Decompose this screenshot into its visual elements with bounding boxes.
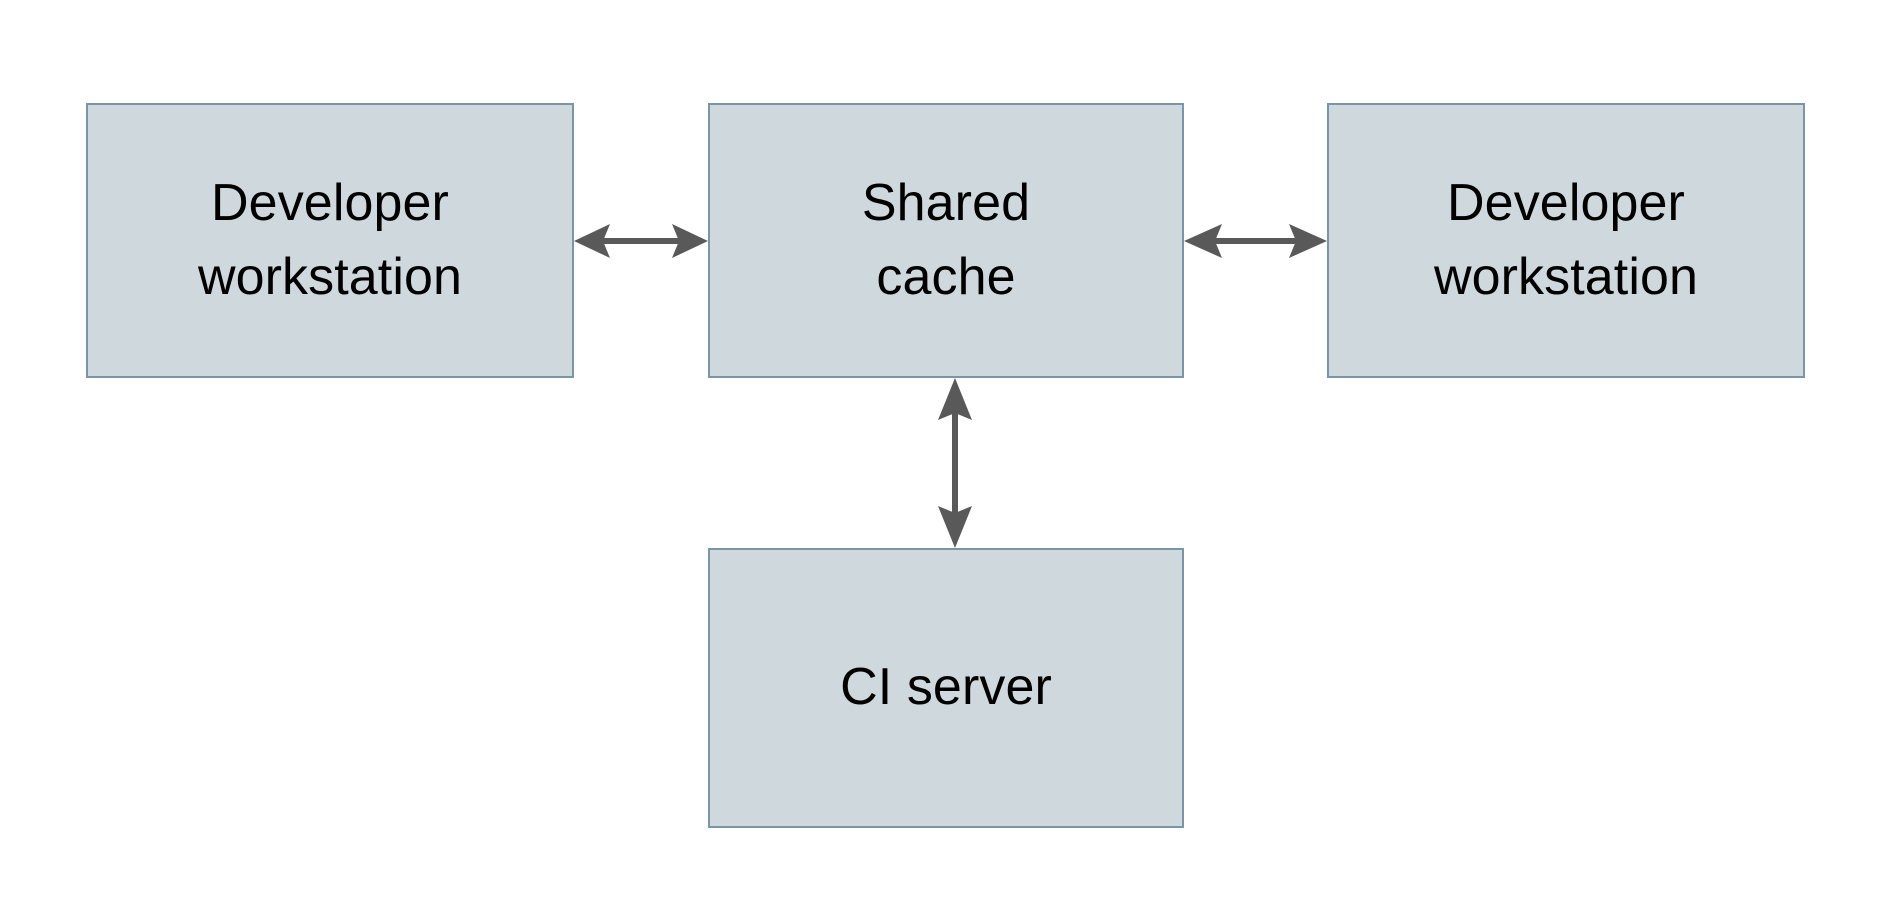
double-arrow-vertical-icon: [938, 378, 972, 548]
double-arrow-icon: [574, 224, 708, 258]
edge-shared-cache-to-dev-right[interactable]: [1184, 211, 1327, 271]
node-label: Shared cache: [861, 173, 1031, 306]
node-developer-workstation-right[interactable]: Developer workstation: [1327, 103, 1805, 378]
edge-shared-cache-to-ci-server[interactable]: [925, 378, 985, 548]
edge-dev-left-to-shared-cache[interactable]: [574, 211, 708, 271]
double-arrow-icon: [1184, 224, 1327, 258]
node-label: CI server: [840, 658, 1052, 717]
node-shared-cache[interactable]: Shared cache: [708, 103, 1184, 378]
node-developer-workstation-left[interactable]: Developer workstation: [86, 103, 574, 378]
node-ci-server[interactable]: CI server: [708, 548, 1184, 828]
node-label: Developer workstation: [197, 173, 463, 306]
node-label: Developer workstation: [1433, 173, 1699, 306]
